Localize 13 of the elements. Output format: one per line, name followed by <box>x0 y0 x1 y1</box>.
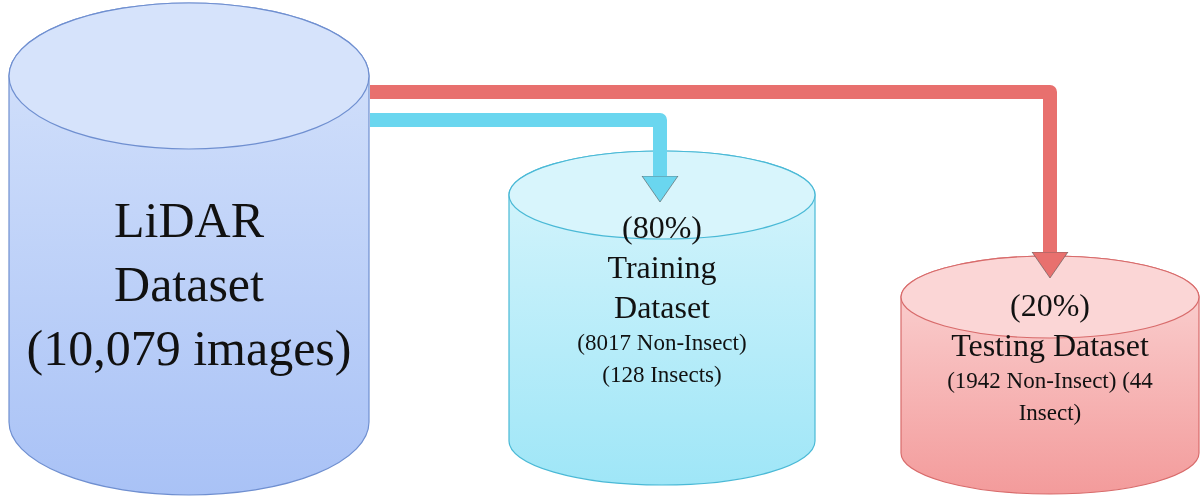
cylinder <box>508 150 816 486</box>
arrow <box>370 113 679 203</box>
node-text: Testing Dataset <box>950 326 1150 365</box>
cylinder <box>900 255 1200 495</box>
cylinder <box>8 2 370 496</box>
node-text: (8017 Non-Insect) (128 Insects) <box>576 329 748 389</box>
node-text: (10,079 images) <box>25 319 353 378</box>
arrow <box>370 85 1069 279</box>
node-text: (20%) <box>1010 286 1090 325</box>
node-text: (1942 Non-Insect) (44 Insect) <box>946 367 1154 427</box>
node-text: LiDAR Dataset <box>113 191 265 314</box>
node-text: Training Dataset <box>606 248 718 327</box>
node-text: (80%) <box>622 208 702 247</box>
